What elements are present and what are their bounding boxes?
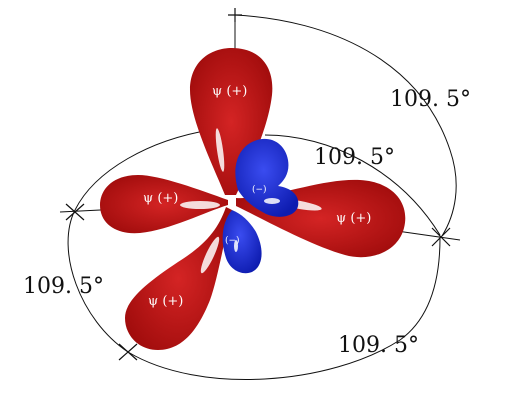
arc-top-right <box>234 14 457 237</box>
label-small-lobe-lower: (−) <box>225 235 240 246</box>
tick-top <box>228 8 242 22</box>
angle-label-top-right: 109. 5° <box>390 87 471 112</box>
negative-lobes <box>222 138 299 274</box>
tick-left <box>65 203 85 221</box>
angle-label-center: 109. 5° <box>314 145 395 170</box>
label-lobe-right: ψ (+) <box>336 211 371 226</box>
small-lobe-upper <box>235 138 299 217</box>
arc-center <box>264 134 441 236</box>
arc-bottom <box>127 237 441 381</box>
label-lobe-top: ψ (+) <box>212 84 247 99</box>
lobe-left <box>100 175 228 234</box>
label-small-lobe-upper: (−) <box>252 184 267 195</box>
small-lobe-lower <box>222 210 262 274</box>
angle-label-bottom: 109. 5° <box>338 333 419 358</box>
tick-right <box>431 227 451 247</box>
arc-left <box>67 209 129 353</box>
arc-left-upper <box>74 129 211 211</box>
label-lobe-bottom: ψ (+) <box>148 294 183 309</box>
tick-bottom <box>118 343 138 361</box>
label-lobe-left: ψ (+) <box>143 191 178 206</box>
lobe-bottom <box>125 207 232 350</box>
tick-marks <box>65 8 451 361</box>
blue-highlights <box>234 198 280 252</box>
watermark: 知乎 @华算科技 <box>386 375 488 392</box>
angle-label-left: 109. 5° <box>23 274 104 299</box>
